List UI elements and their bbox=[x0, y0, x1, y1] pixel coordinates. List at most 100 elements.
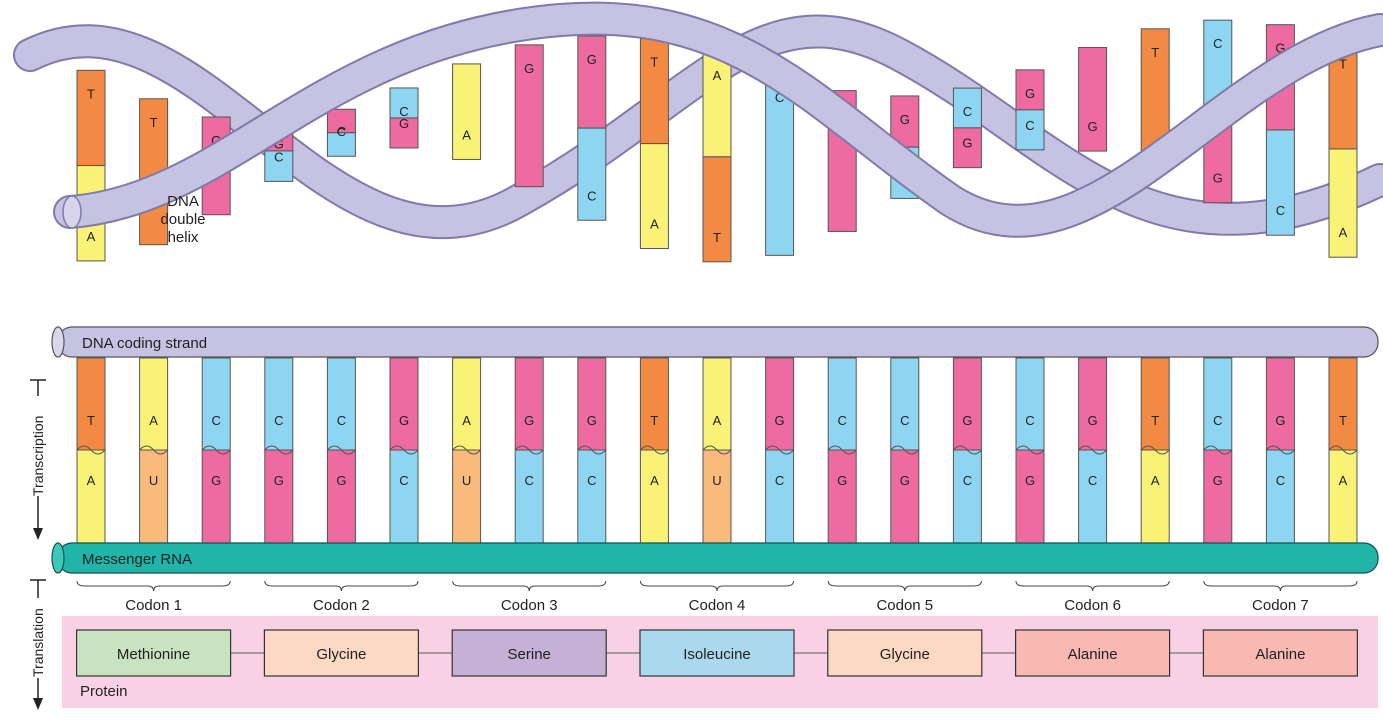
base-pair: TA bbox=[76, 357, 106, 544]
base-pair: CG bbox=[264, 357, 294, 544]
mrna-label: Messenger RNA bbox=[82, 551, 192, 568]
amino-acid: Methionine bbox=[75, 629, 232, 677]
dna-base bbox=[639, 357, 669, 451]
codon-label: Codon 7 bbox=[1252, 597, 1309, 614]
helix-top-base bbox=[702, 51, 732, 158]
dna-base-letter: G bbox=[775, 413, 785, 428]
pair-junction bbox=[953, 445, 982, 455]
rna-base bbox=[514, 449, 544, 544]
amino-acid-box bbox=[75, 629, 232, 677]
helix-backbone-front-fill bbox=[55, 3, 1383, 236]
amino-acid-name: Serine bbox=[508, 646, 551, 663]
rna-base-letter: C bbox=[587, 473, 596, 488]
helix-top-letter: T bbox=[1151, 45, 1159, 60]
base-pair: GC bbox=[577, 357, 607, 544]
amino-acid-box bbox=[263, 629, 419, 677]
helix-bottom-letter: A bbox=[462, 127, 471, 142]
codon-brace bbox=[1203, 580, 1358, 592]
base-pair: GC bbox=[514, 357, 544, 544]
helix-bottom-base bbox=[639, 143, 669, 250]
rna-base-letter: C bbox=[525, 473, 534, 488]
dna-base bbox=[264, 357, 294, 451]
rna-base-letter: C bbox=[1088, 473, 1097, 488]
helix-base-pair: GC bbox=[577, 35, 607, 221]
dna-base bbox=[577, 357, 607, 451]
helix-end-cap bbox=[62, 195, 82, 229]
helix-bottom-letter: G bbox=[399, 116, 409, 131]
pair-junction bbox=[1015, 445, 1045, 455]
codon-label: Codon 5 bbox=[876, 597, 933, 614]
base-pair: AU bbox=[139, 357, 169, 544]
dna-base-letter: C bbox=[900, 413, 909, 428]
pair-junction bbox=[514, 445, 544, 455]
helix-bottom-base bbox=[702, 156, 732, 263]
helix-top-base bbox=[765, 73, 795, 256]
messenger-rna-strand: Messenger RNA bbox=[51, 542, 1379, 574]
rna-base-letter: C bbox=[775, 473, 784, 488]
dna-base bbox=[952, 357, 982, 451]
helix-top-letter: G bbox=[211, 133, 221, 148]
codon-label: Codon 1 bbox=[125, 597, 182, 614]
base-pair: TA bbox=[639, 357, 669, 544]
codon-brace bbox=[639, 580, 795, 592]
helix-top-base bbox=[639, 38, 669, 145]
helix-bottom-base bbox=[264, 150, 294, 182]
helix-top-letter: T bbox=[87, 86, 95, 101]
helix-top-letter: T bbox=[150, 115, 158, 130]
amino-acid-box bbox=[451, 629, 607, 677]
transcription-arrow: Transcription bbox=[28, 379, 48, 540]
amino-acid-box bbox=[639, 629, 795, 677]
dna-base-letter: G bbox=[399, 413, 409, 428]
amino-acid: Alanine bbox=[1202, 629, 1359, 677]
amino-acid-name: Alanine bbox=[1255, 646, 1305, 663]
amino-acid-box bbox=[1202, 629, 1359, 677]
base-pair: CG bbox=[326, 357, 356, 544]
helix-bottom-base bbox=[1078, 46, 1108, 152]
protein-label: Protein bbox=[80, 683, 128, 700]
helix-label-line-1: DNA bbox=[167, 193, 199, 210]
helix-bottom-base bbox=[952, 127, 982, 169]
dna-base-letter: G bbox=[1088, 413, 1098, 428]
helix-top-letter: G bbox=[524, 61, 534, 76]
dna-base-letter: T bbox=[650, 413, 658, 428]
pair-junction bbox=[827, 445, 857, 455]
helix-top-letter: T bbox=[650, 55, 658, 70]
rna-base bbox=[1015, 449, 1045, 544]
rna-base-letter: U bbox=[712, 473, 721, 488]
amino-acid-box bbox=[1014, 629, 1171, 677]
rna-base bbox=[201, 449, 231, 544]
rna-base-letter: A bbox=[1151, 473, 1160, 488]
rna-base bbox=[389, 449, 419, 544]
transcription-base-pairs: TAAUCGCGCGGCAUGCGCTAAUGCCGCGGCCGGCTACGGC… bbox=[76, 357, 1358, 544]
rna-base bbox=[1328, 449, 1358, 544]
rna-base bbox=[1265, 449, 1295, 544]
base-pair: AU bbox=[452, 357, 482, 544]
base-pair: GC bbox=[1265, 357, 1295, 544]
rna-base-letter: U bbox=[149, 473, 158, 488]
rna-base-letter: C bbox=[963, 473, 972, 488]
base-pair: TA bbox=[1140, 357, 1170, 544]
dna-base-letter: G bbox=[587, 413, 597, 428]
helix-bottom-letter: C bbox=[337, 124, 346, 139]
rna-base bbox=[326, 449, 356, 544]
helix-base-pair: GC bbox=[1015, 69, 1045, 151]
helix-top-letter: C bbox=[963, 104, 972, 119]
dna-double-helix: TATGGCGCCGAGGCTAATCGGCCGGCGTCGGCTA DNA d… bbox=[13, 1, 1383, 263]
helix-top-letter: G bbox=[274, 136, 284, 151]
dna-base-letter: A bbox=[713, 413, 722, 428]
helix-base-pair: CG bbox=[389, 87, 419, 149]
rna-base-letter: A bbox=[87, 473, 96, 488]
dna-base bbox=[1203, 357, 1233, 451]
rna-base bbox=[639, 449, 669, 544]
coding-strand-label: DNA coding strand bbox=[82, 335, 207, 352]
codon-label: Codon 3 bbox=[501, 597, 558, 614]
helix-bottom-base bbox=[389, 117, 419, 149]
dna-base-letter: G bbox=[1275, 413, 1285, 428]
base-pair: GC bbox=[389, 357, 419, 544]
amino-acid: Alanine bbox=[1014, 629, 1171, 677]
base-pair: CG bbox=[1203, 357, 1233, 544]
dna-base bbox=[201, 357, 231, 451]
rna-base bbox=[577, 449, 607, 544]
